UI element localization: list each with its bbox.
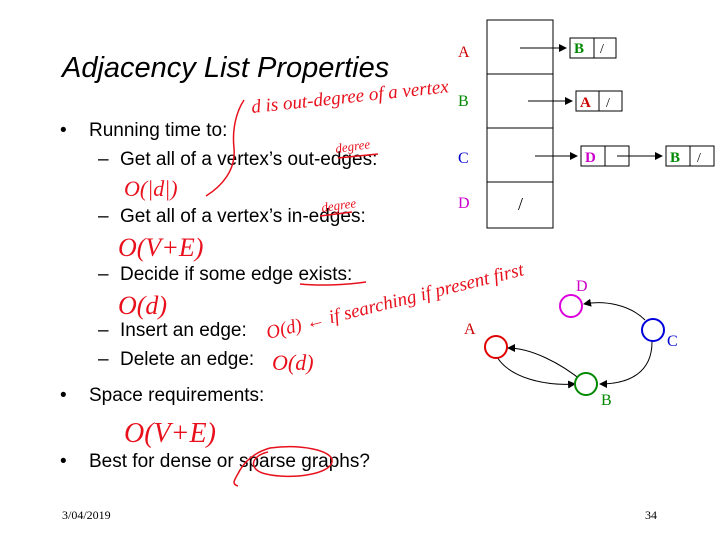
list-node-value: B — [670, 150, 680, 166]
annotation-edge-exists: O(d) — [118, 291, 167, 320]
vertex-label-c: C — [458, 150, 469, 167]
ink-circle-sparse — [233, 446, 333, 487]
ink-underline — [299, 281, 367, 286]
slide-title: Adjacency List Properties — [62, 52, 390, 84]
annotation-degree: degree — [334, 136, 371, 156]
graph-label-c: C — [667, 333, 678, 350]
dash: – — [98, 320, 109, 341]
annotation-out-edges: O(|d|) — [124, 176, 178, 201]
subbullet-edge-exists: Decide if some edge exists: — [120, 264, 353, 285]
subbullet-in-edges: Get all of a vertex’s in-edges: — [120, 206, 366, 227]
vertex-label-b: B — [458, 93, 469, 110]
graph-node-b — [574, 372, 598, 396]
ink-underline — [337, 153, 379, 159]
bullet-running-time: Running time to: — [89, 120, 228, 141]
subbullet-insert-edge: Insert an edge: — [120, 320, 247, 341]
annotation-degree: degree — [320, 195, 357, 215]
edge-a-to-b — [496, 356, 576, 389]
vertex-array — [486, 19, 554, 229]
dash: – — [98, 264, 109, 285]
annotation-insert: O(d) ← if searching if present first — [264, 259, 526, 344]
bullet-dot: • — [60, 120, 67, 141]
dash: – — [98, 149, 109, 170]
handwritten-annotations: d is out-degree of a vertex degree O(|d|… — [118, 76, 527, 449]
graph-node-a — [484, 335, 508, 359]
null-marker: / — [600, 42, 604, 57]
annotation-d-definition: d is out-degree of a vertex — [250, 76, 450, 118]
graph-label-a: A — [464, 321, 476, 338]
null-marker: / — [697, 151, 701, 166]
annotation-space: O(V+E) — [124, 418, 216, 449]
list-node — [569, 37, 617, 59]
vertex-label-a: A — [458, 44, 470, 61]
ink-strokes — [205, 99, 379, 487]
bullet-dense-sparse: Best for dense or sparse graphs? — [89, 451, 370, 472]
dash: – — [98, 206, 109, 227]
null-marker: / — [606, 96, 610, 111]
edge-c-to-d — [583, 298, 646, 321]
edge-c-to-b — [599, 341, 653, 388]
dash: – — [98, 349, 109, 370]
graph-label-d: D — [576, 278, 588, 295]
list-node-value: D — [585, 150, 596, 166]
graph-node-c — [641, 318, 665, 342]
annotation-in-edges: O(V+E) — [118, 233, 203, 262]
graph-diagram: A B C D — [464, 278, 678, 409]
ink-bracket — [205, 99, 245, 197]
graph-node-d — [559, 294, 583, 318]
null-marker: / — [518, 194, 523, 214]
list-node-value: A — [580, 95, 591, 111]
footer-date: 3/04/2019 — [62, 508, 111, 522]
bullet-space: Space requirements: — [89, 385, 265, 406]
ink-underline — [319, 211, 353, 217]
bullet-dot: • — [60, 385, 67, 406]
graph-label-b: B — [601, 392, 612, 409]
footer-page-number: 34 — [645, 508, 657, 522]
list-node-value: B — [574, 41, 584, 57]
annotation-delete: O(d) — [272, 350, 314, 375]
edge-b-to-a — [507, 344, 587, 385]
subbullet-out-edges: Get all of a vertex’s out-edges: — [120, 149, 378, 170]
bullet-dot: • — [60, 451, 67, 472]
subbullet-delete-edge: Delete an edge: — [120, 349, 255, 370]
vertex-label-d: D — [458, 195, 470, 212]
